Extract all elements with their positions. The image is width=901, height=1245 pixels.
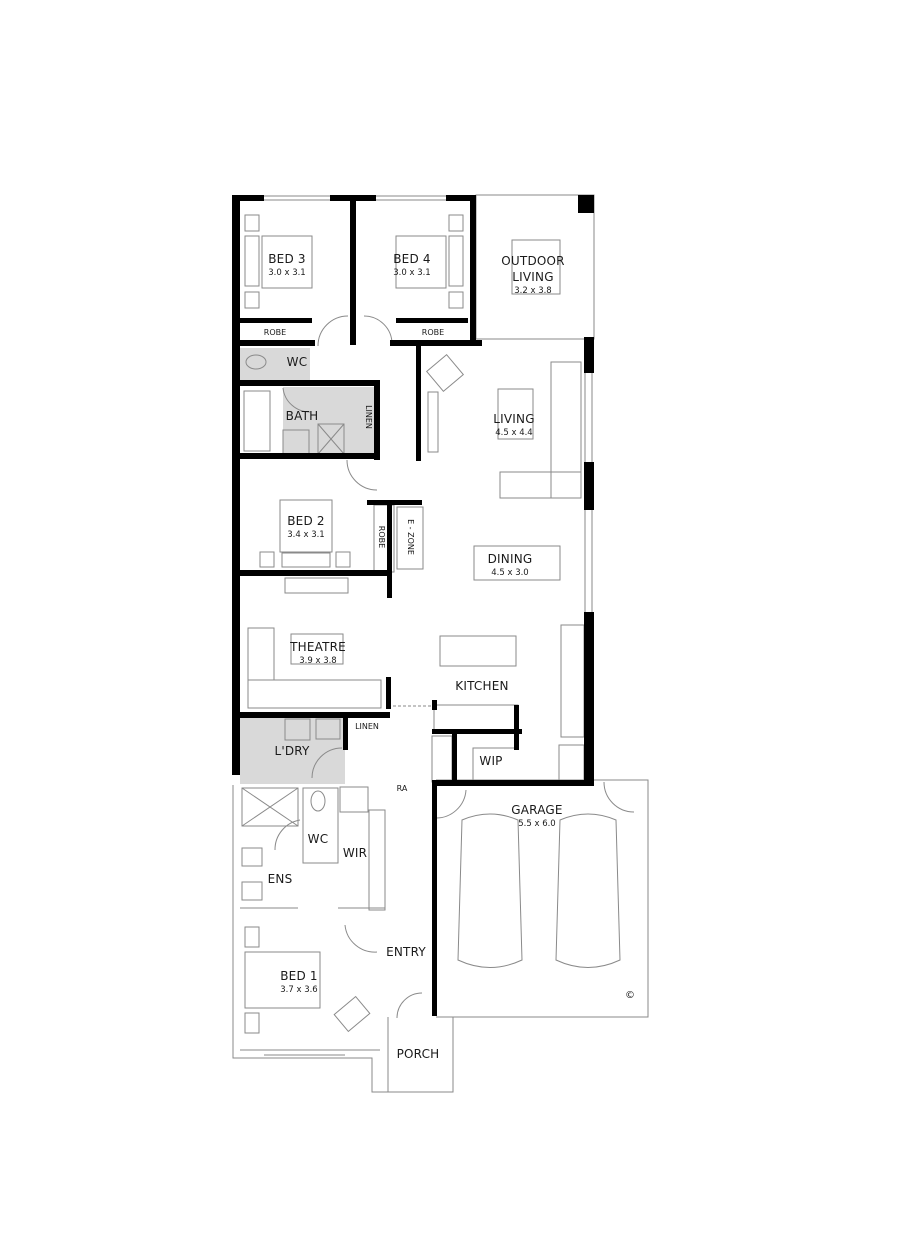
room-bed-4: BED 4 3.0 x 3.1 <box>393 252 431 278</box>
room-dining: DINING 4.5 x 3.0 <box>487 552 533 578</box>
room-living: LIVING 4.5 x 4.4 <box>493 412 535 438</box>
room-wc-upper: WC <box>286 355 308 369</box>
room-bed-3: BED 3 3.0 x 3.1 <box>268 252 306 278</box>
room-robe-bed4: ROBE <box>421 328 445 337</box>
room-robe-bed3: ROBE <box>263 328 287 337</box>
room-linen-upper: LINEN <box>364 405 373 429</box>
room-garage: GARAGE 5.5 x 6.0 <box>511 803 563 829</box>
room-bath: BATH <box>285 409 319 423</box>
room-bed-1: BED 1 3.7 x 3.6 <box>280 969 318 995</box>
room-linen-lower: LINEN <box>355 722 379 731</box>
room-laundry: L'DRY <box>274 744 310 758</box>
room-bed-2: BED 2 3.4 x 3.1 <box>287 514 325 540</box>
room-kitchen: KITCHEN <box>455 679 509 693</box>
room-wir: WIR <box>342 846 368 860</box>
room-outdoor-living: OUTDOOR LIVING 3.2 x 3.8 <box>501 254 565 296</box>
room-ensuite: ENS <box>267 872 293 886</box>
room-wip: WIP <box>479 754 503 768</box>
room-entry: ENTRY <box>386 945 426 959</box>
windows <box>264 195 593 1056</box>
room-e-zone: E - ZONE <box>406 519 415 555</box>
room-porch: PORCH <box>396 1047 440 1061</box>
walls <box>232 195 594 1016</box>
label-ra: RA <box>396 784 408 793</box>
room-wc-ensuite: WC <box>307 832 329 846</box>
room-theatre: THEATRE 3.9 x 3.8 <box>290 640 346 666</box>
room-robe-bed2: ROBE <box>377 525 386 549</box>
wet-area-shading <box>240 348 376 784</box>
copyright-mark: © <box>625 990 635 1001</box>
